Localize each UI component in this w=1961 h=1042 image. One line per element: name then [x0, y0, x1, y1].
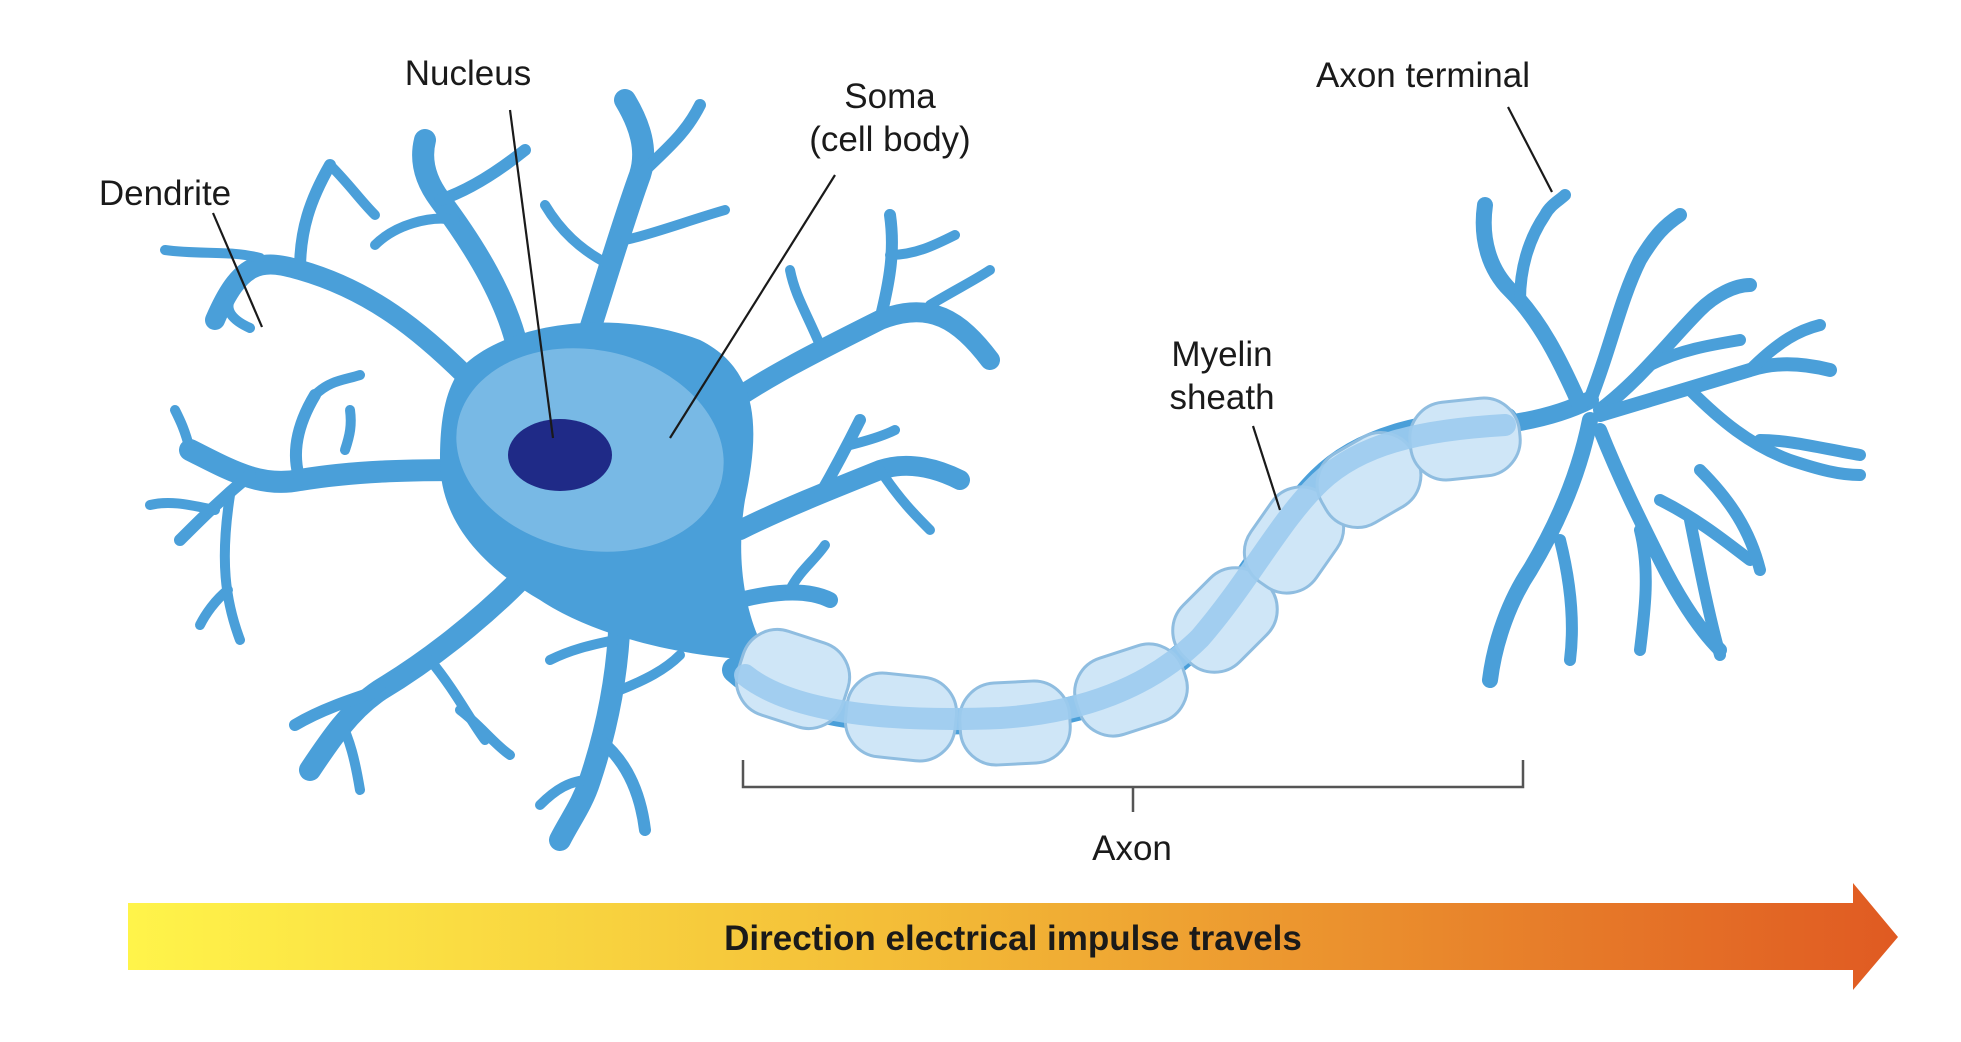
dendrite-branch [335, 715, 365, 795]
axon-bracket-line [741, 760, 1525, 789]
dendrite-branch [845, 425, 900, 450]
dendrite-right-lower [732, 584, 838, 608]
axon-inner-stripe [734, 414, 1516, 730]
soma [440, 322, 770, 660]
dendrite-branch [785, 540, 830, 595]
label-soma-line1: Soma [844, 77, 936, 116]
dendrites [145, 89, 1000, 851]
dendrite-branch [785, 265, 825, 350]
label-myelin-line1: Myelin [1171, 335, 1272, 374]
label-myelin-line2: sheath [1169, 378, 1274, 417]
terminal-branch [1694, 464, 1766, 576]
dendrite-branch [160, 245, 265, 263]
axon-terminal-leader [1507, 106, 1553, 193]
terminal-branch [1684, 514, 1726, 661]
terminal-branch [1593, 357, 1837, 422]
label-dendrite: Dendrite [99, 174, 231, 213]
dendrite-branch [170, 405, 195, 455]
label-axon-terminal: Axon terminal [1316, 56, 1530, 95]
dendrite-leader [211, 212, 264, 328]
nucleus-leader [508, 109, 555, 439]
arrow-shape [128, 883, 1898, 990]
terminal-branch [1482, 412, 1598, 688]
dendrite-branch [545, 635, 620, 665]
dendrite-left [179, 439, 481, 493]
dendrite-branch [875, 465, 935, 535]
dendrite-branch [294, 159, 336, 276]
dendrite-right [730, 455, 970, 540]
dendrite-branch [310, 370, 365, 400]
dendrite-branch [219, 490, 245, 645]
terminal-branch [1654, 494, 1756, 566]
terminal-branch [1644, 334, 1746, 371]
dendrite-branch [620, 205, 730, 245]
dendrite-branch [594, 734, 651, 836]
dendrite-branch [325, 160, 380, 220]
terminal-branch [1744, 319, 1826, 376]
dendrite-branch [289, 389, 321, 486]
dendrite-branch [434, 144, 531, 206]
dendrite-branch [223, 295, 255, 333]
dendrite-branch [195, 585, 233, 630]
axon-myelin [722, 396, 1522, 767]
dendrite-branch [455, 705, 515, 760]
label-nucleus: Nucleus [405, 54, 531, 93]
leader-lines [211, 106, 1553, 511]
dendrite-branch [289, 684, 386, 731]
axon-terminal [1475, 189, 1866, 688]
dendrite-branch [925, 265, 995, 310]
terminal-branch [1514, 189, 1571, 306]
terminal-branch [1475, 197, 1588, 413]
dendrite-top [569, 89, 655, 371]
dendrite-lower-left [299, 569, 531, 781]
dendrite-branch [340, 405, 356, 455]
dendrite-branch [145, 497, 220, 515]
arrow-label: Direction electrical impulse travels [724, 919, 1302, 958]
terminal-branch [1593, 423, 1727, 657]
dendrite-branch [814, 414, 866, 501]
labels: Nucleus Dendrite Soma (cell body) Axon t… [99, 54, 1530, 868]
dendrite-upper-right [710, 302, 1000, 420]
dendrite-branch [535, 775, 595, 810]
dendrite-branch [885, 230, 960, 260]
dendrite-upper-left [205, 254, 480, 390]
terminal-branch [1684, 384, 1866, 481]
terminal-branch [1583, 208, 1687, 407]
label-soma-line2: (cell body) [809, 120, 970, 159]
terminal-branch [1754, 434, 1866, 461]
terminal-branch [1593, 278, 1757, 417]
label-axon: Axon [1092, 829, 1172, 868]
terminal-branch [1634, 524, 1652, 656]
dendrite-bottom [549, 589, 631, 851]
nucleus [508, 419, 612, 491]
dendrite-branch [370, 213, 460, 250]
dendrite-branch [615, 650, 685, 695]
dendrite-branch [540, 200, 615, 270]
dendrite-branch [634, 99, 706, 181]
axon-bracket [741, 760, 1525, 812]
dendrite-branch [874, 209, 898, 326]
impulse-direction-arrow: Direction electrical impulse travels [128, 883, 1898, 990]
myelin-leader [1251, 425, 1282, 511]
dendrite-upper [412, 129, 531, 371]
soma-leader [669, 174, 836, 439]
terminal-branch [1554, 534, 1578, 666]
